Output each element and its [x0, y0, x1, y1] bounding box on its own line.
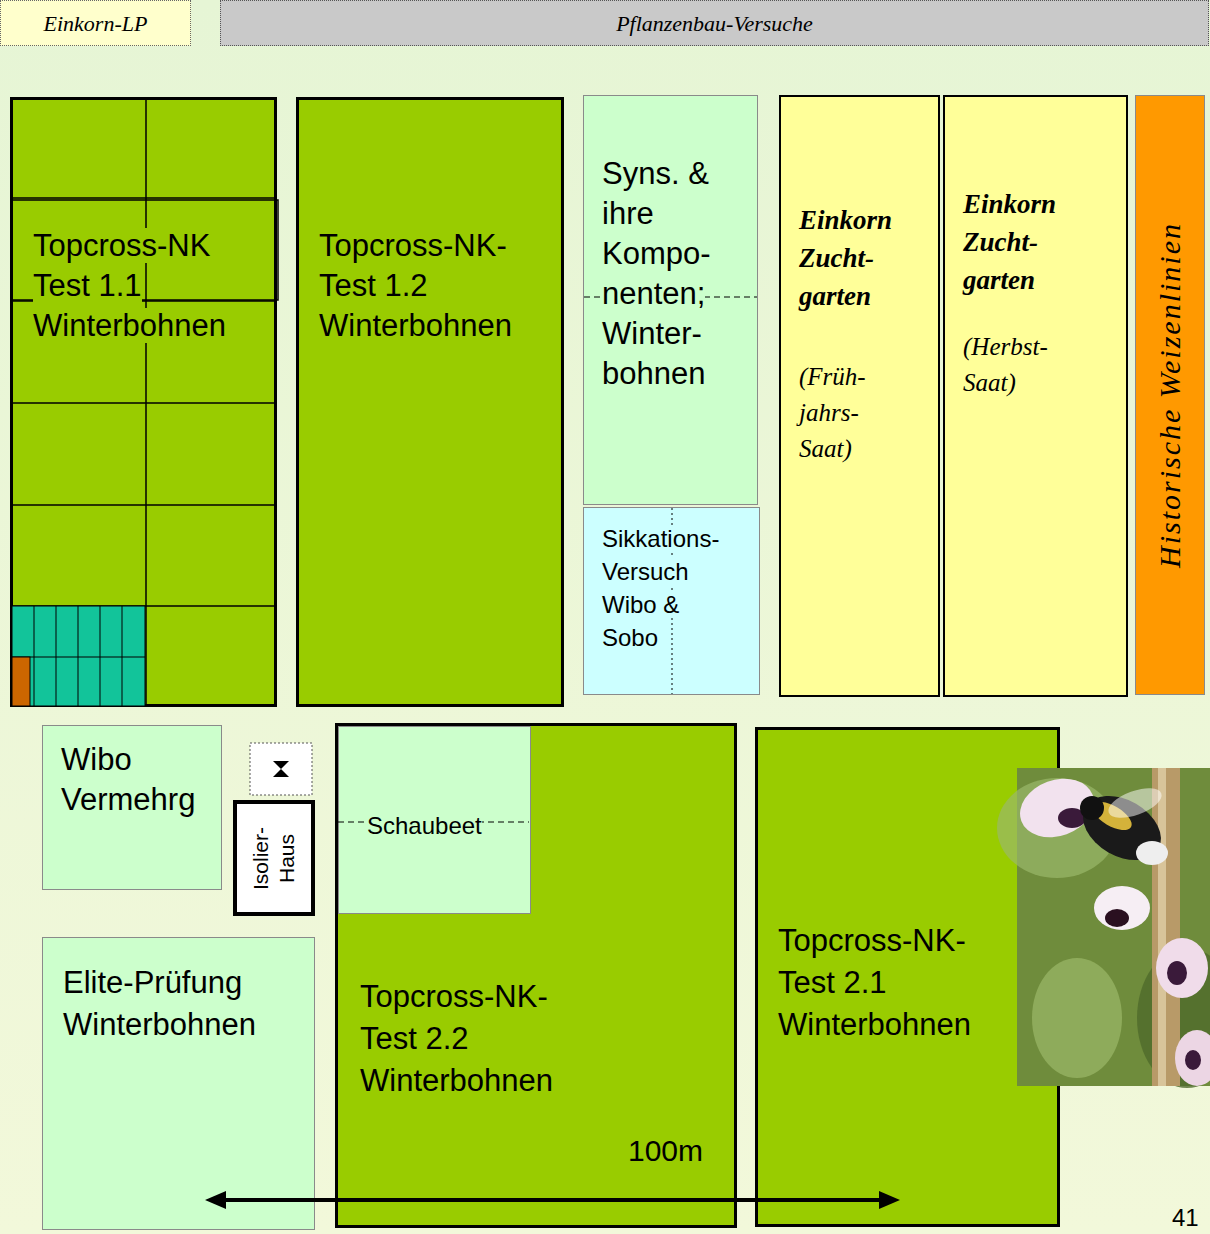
node-label: Schaubeet: [367, 812, 482, 839]
flower-petal: [1175, 1030, 1210, 1086]
bee-band: [1088, 796, 1136, 835]
node-label: Wibo Vermehrg: [61, 740, 213, 820]
node-label: Elite-Prüfung Winterbohnen: [63, 962, 302, 1046]
field-plot: Wibo Vermehrg: [42, 725, 222, 890]
flower-spot: [1185, 1050, 1201, 1070]
bumblebee: [1072, 782, 1173, 873]
bee-tail: [1136, 841, 1168, 865]
node-label: Einkorn Zucht- garten: [963, 185, 1086, 299]
flower-spot: [1058, 808, 1086, 828]
field-plot: Einkorn Zucht- garten (Herbst- Saat): [943, 95, 1128, 697]
stem: [1152, 768, 1180, 1086]
field-plot: Historische Weizenlinien: [1135, 95, 1205, 695]
bee-wing: [1105, 782, 1166, 824]
node-label: Einkorn-LP: [5, 11, 186, 37]
node-label: Topcross-NK- Test 2.2 Winterbohnen: [360, 976, 604, 1102]
hourglass-top: [273, 761, 289, 769]
scale-label: 100m: [628, 1134, 703, 1168]
header-box: Einkorn-LP: [0, 0, 191, 46]
field-plot: Topcross-NK Test 1.1 Winterbohnen: [10, 97, 277, 707]
bee-body: [1072, 783, 1173, 873]
field-plot: Einkorn Zucht- garten (Früh- jahrs- Saat): [779, 95, 940, 697]
node-note: (Herbst- Saat): [963, 329, 1063, 401]
node-label: Syns. & ihre Kompo- nenten; Winter- bohn…: [602, 156, 711, 391]
page-number: 41: [1172, 1204, 1199, 1232]
symbol-frame: [250, 743, 312, 795]
stem-light: [1158, 768, 1166, 1086]
isolation-house: Isolier- Haus: [233, 800, 315, 916]
flower-spot: [1167, 961, 1187, 985]
hourglass-symbol: [250, 743, 312, 795]
flower-petal: [1094, 886, 1150, 930]
photo-blur: [1137, 948, 1210, 1088]
node-label: Pflanzenbau-Versuche: [225, 11, 1204, 37]
node-label: Topcross-NK- Test 2.1 Winterbohnen: [778, 920, 1022, 1046]
field-plot: Syns. & ihre Kompo- nenten; Winter- bohn…: [583, 95, 758, 505]
field-plot: Topcross-NK- Test 2.1 Winterbohnen: [755, 727, 1060, 1227]
field-plot: Sikkations- Versuch Wibo & Sobo: [583, 507, 760, 695]
flower-petal: [1156, 938, 1208, 998]
field-plot: Topcross-NK- Test 1.2 Winterbohnen: [296, 97, 564, 707]
node-label: Isolier- Haus: [248, 808, 300, 908]
bee-head: [1080, 796, 1104, 820]
header-band: Pflanzenbau-Versuche: [220, 0, 1209, 46]
node-label: Sikkations- Versuch Wibo & Sobo: [602, 525, 719, 651]
show-bed: Schaubeet: [338, 726, 531, 914]
node-label: Einkorn Zucht- garten: [799, 201, 918, 315]
node-note: (Früh- jahrs- Saat): [799, 359, 899, 467]
flower-spot: [1105, 909, 1129, 927]
node-label: Topcross-NK Test 1.1 Winterbohnen: [33, 228, 226, 343]
field-plot: Elite-Prüfung Winterbohnen: [42, 937, 315, 1230]
node-label: Topcross-NK- Test 1.2 Winterbohnen: [319, 226, 545, 346]
node-label: Historische Weizenlinien: [1153, 222, 1187, 568]
hourglass-bottom: [273, 769, 289, 777]
